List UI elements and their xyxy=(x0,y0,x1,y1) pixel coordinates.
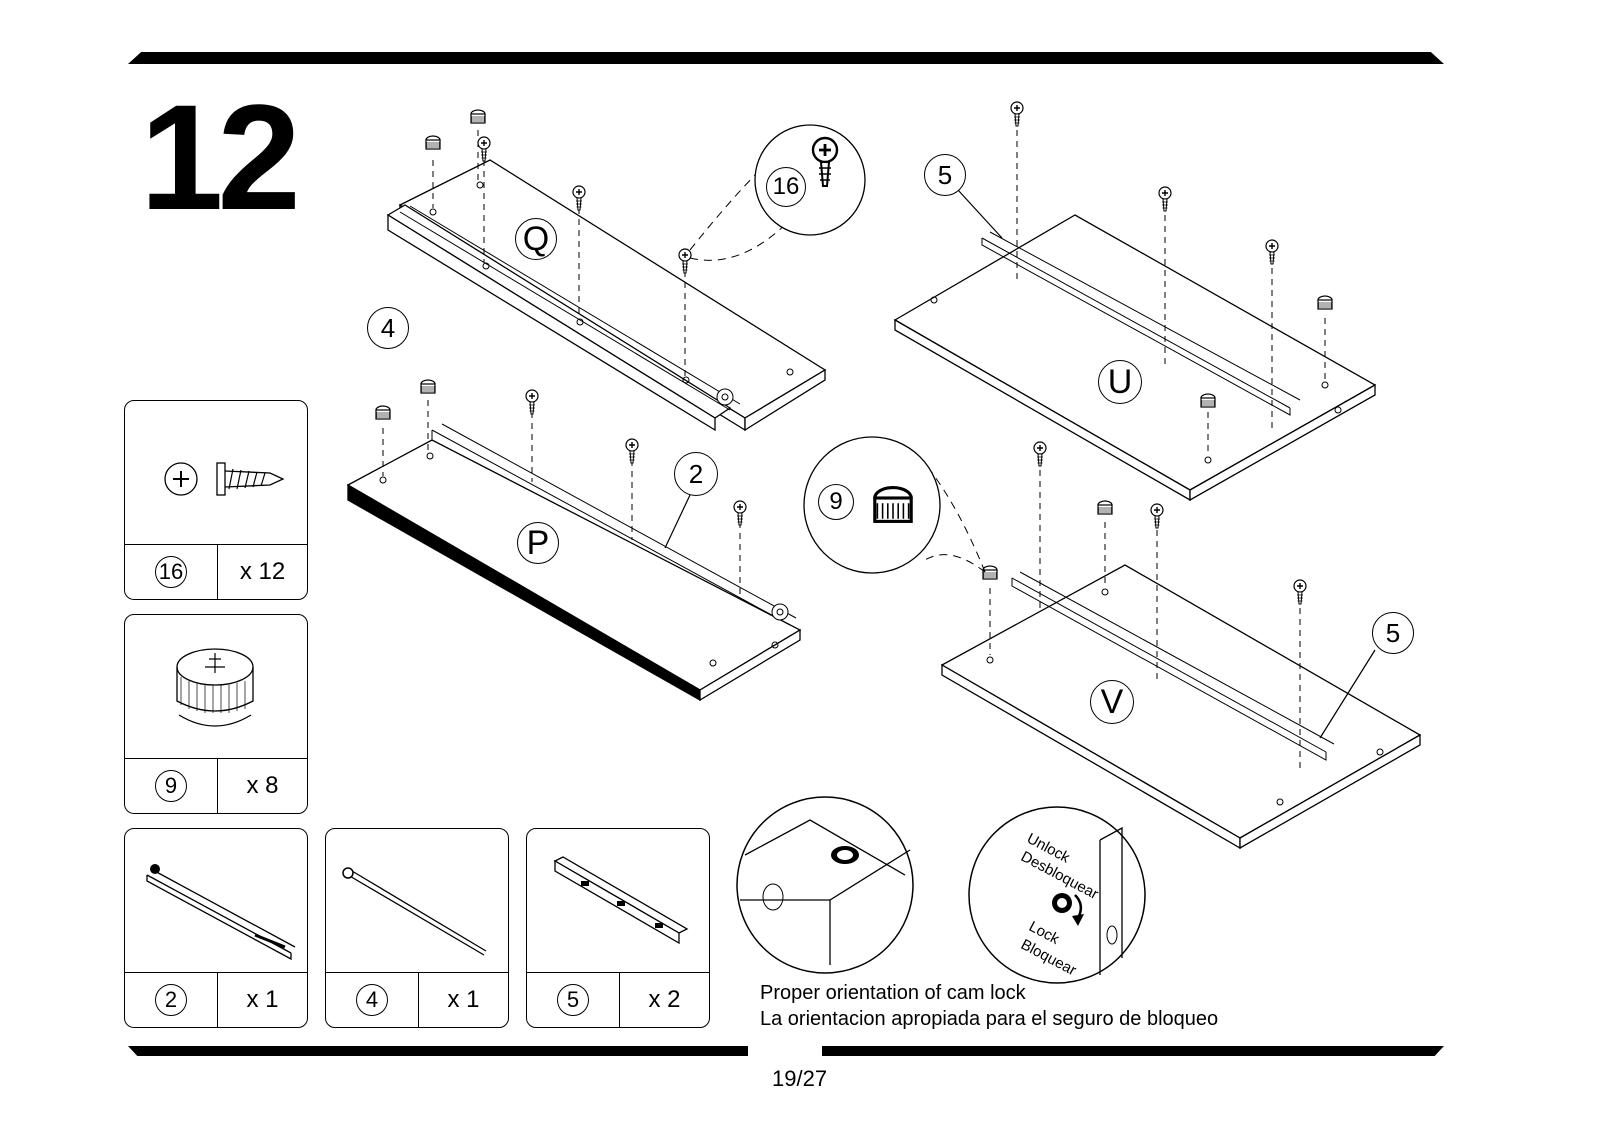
callout-u-part: 5 xyxy=(924,154,966,196)
part-qty: x 8 xyxy=(246,772,279,799)
callout-v-part: 5 xyxy=(1372,612,1414,654)
q-screws xyxy=(432,130,686,376)
board-u xyxy=(893,214,1377,502)
callout-p-part: 2 xyxy=(674,452,718,496)
part-number: 5 xyxy=(557,984,589,1016)
rail-v xyxy=(986,571,1384,806)
p-screws xyxy=(382,400,741,596)
board-p xyxy=(346,439,802,702)
part-box-9: 9 x 8 xyxy=(124,614,308,814)
rail-u xyxy=(930,231,1342,464)
part-number: 9 xyxy=(155,770,187,802)
v-zoom-circle xyxy=(803,436,941,574)
page-number: 19/27 xyxy=(772,1066,828,1091)
top-rule xyxy=(128,52,1444,64)
rail-p xyxy=(379,423,797,667)
panel-label-v: V xyxy=(1090,680,1134,724)
part-box-16: 16 x 12 xyxy=(124,400,308,600)
panel-label-q: Q xyxy=(515,218,557,260)
v-screws xyxy=(989,470,1301,770)
screw-icon xyxy=(164,462,285,496)
callout-q-zoom: 16 xyxy=(766,167,806,207)
part-number: 16 xyxy=(155,556,187,588)
caption-es: La orientacion apropiada para el seguro … xyxy=(760,1008,1219,1030)
u-screws xyxy=(1016,130,1326,455)
bottom-rule-left xyxy=(128,1046,748,1056)
part-box-5: 5 x 2 xyxy=(526,828,710,1028)
part-qty: x 12 xyxy=(239,558,286,585)
part-box-2: 2 x 1 xyxy=(124,828,308,1028)
cam-detail-2 xyxy=(968,806,1146,984)
callout-q-part: 4 xyxy=(367,307,409,349)
panel-label-u: U xyxy=(1098,360,1142,404)
board-v xyxy=(940,564,1422,850)
part-qty: x 1 xyxy=(246,986,279,1013)
part-qty: x 1 xyxy=(447,986,480,1013)
cabinet-rail-icon xyxy=(553,856,689,945)
part-box-4: 4 x 1 xyxy=(325,828,509,1028)
caption-en: Proper orientation of cam lock xyxy=(760,982,1026,1004)
step-number: 12 xyxy=(140,73,301,241)
bottom-rule-right xyxy=(822,1046,1444,1056)
callout-v-zoom: 9 xyxy=(818,484,854,520)
part-number: 4 xyxy=(356,984,388,1016)
part-number: 2 xyxy=(155,984,187,1016)
part-qty: x 2 xyxy=(648,986,681,1013)
board-q xyxy=(386,159,827,432)
cam-lock-icon xyxy=(176,648,254,727)
cam-detail-1 xyxy=(736,796,914,974)
drawer-rail-icon xyxy=(146,864,296,961)
panel-label-p: P xyxy=(517,522,559,564)
drawer-rail-icon xyxy=(342,867,487,956)
